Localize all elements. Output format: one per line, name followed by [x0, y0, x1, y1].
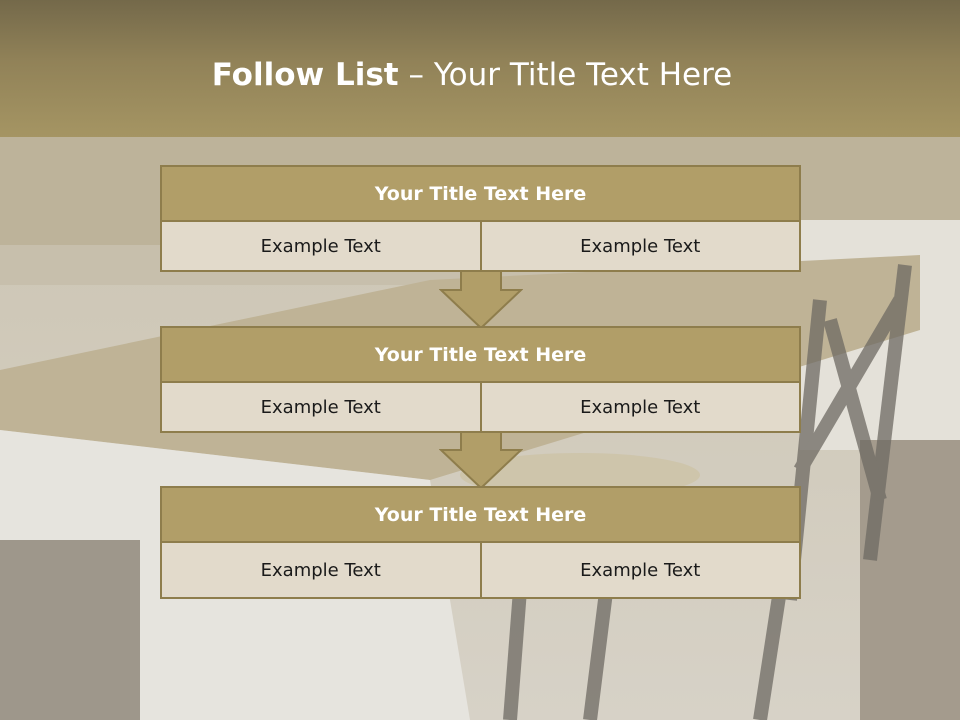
list-block-1: Your Title Text Here Example Text Exampl…: [160, 165, 801, 272]
block-row: Example Text Example Text: [160, 543, 801, 599]
slide-title: Follow List – Your Title Text Here: [0, 55, 944, 95]
slide-title-rest: – Your Title Text Here: [398, 57, 733, 93]
slide-title-bold: Follow List: [211, 57, 399, 93]
block-cell-right: Example Text: [481, 383, 801, 433]
block-cell-left: Example Text: [160, 543, 482, 599]
block-header: Your Title Text Here: [160, 165, 801, 222]
block-row: Example Text Example Text: [160, 222, 801, 272]
block-cell-right: Example Text: [481, 543, 801, 599]
block-cell-left: Example Text: [160, 222, 482, 272]
down-arrow-icon: [439, 430, 523, 490]
list-block-2: Your Title Text Here Example Text Exampl…: [160, 326, 801, 433]
block-header: Your Title Text Here: [160, 326, 801, 383]
block-cell-right: Example Text: [481, 222, 801, 272]
down-arrow-icon: [439, 270, 523, 330]
block-header: Your Title Text Here: [160, 486, 801, 543]
list-block-3: Your Title Text Here Example Text Exampl…: [160, 486, 801, 599]
block-cell-left: Example Text: [160, 383, 482, 433]
block-row: Example Text Example Text: [160, 383, 801, 433]
title-band: [0, 0, 960, 137]
